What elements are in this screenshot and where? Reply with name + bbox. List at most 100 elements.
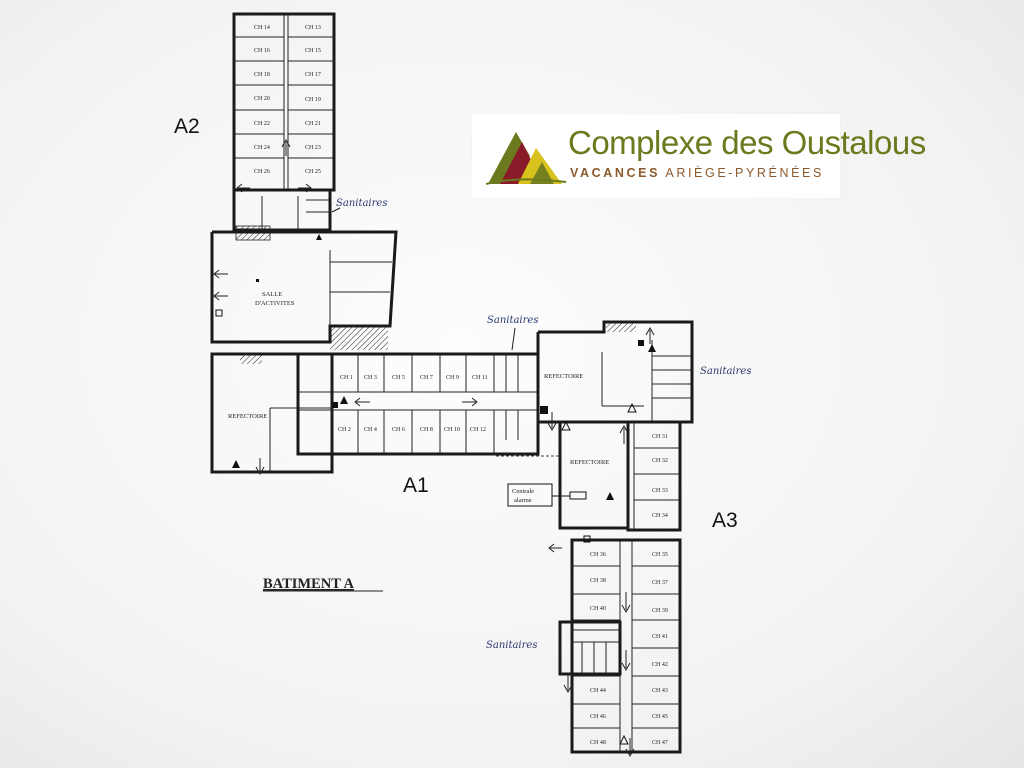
fire-alarm-icon xyxy=(340,396,348,404)
exit-arrow-icon xyxy=(213,291,228,301)
centrale-label: alarme xyxy=(514,497,532,504)
exit-arrow-icon xyxy=(213,269,228,279)
room-label-refectoire: REFECTOIRE xyxy=(570,459,609,466)
mountain-logo-icon xyxy=(486,132,567,185)
room-label: CH 48 xyxy=(590,740,606,746)
room-label: CH 13 xyxy=(305,25,321,31)
room-label: CH 44 xyxy=(590,688,606,694)
centrale-label: Centrale xyxy=(512,488,534,495)
arrow-up-icon xyxy=(281,138,291,156)
room-label: CH 38 xyxy=(590,578,606,584)
room-label: CH 6 xyxy=(392,427,405,433)
exit-arrow-icon xyxy=(548,543,562,553)
wing-label-a3: A3 xyxy=(712,509,738,532)
room-label: CH 8 xyxy=(420,427,433,433)
handwritten-sanitaires: Sanitaires xyxy=(487,315,538,326)
room-label: CH 36 xyxy=(590,552,606,558)
room-label: CH 40 xyxy=(590,606,606,612)
room-label: CH 24 xyxy=(254,145,270,151)
wing-label-a2: A2 xyxy=(174,115,200,138)
room-label: CH 17 xyxy=(305,72,321,78)
room-label: CH 1 xyxy=(340,375,353,381)
fire-alarm-icon xyxy=(627,402,637,413)
room-label: CH 5 xyxy=(392,375,405,381)
room-label: CH 47 xyxy=(652,740,668,746)
handwritten-sanitaires: Sanitaires xyxy=(700,366,751,377)
room-label: CH 23 xyxy=(305,145,321,151)
room-label: CH 46 xyxy=(590,714,606,720)
room-label: CH 10 xyxy=(444,427,460,433)
room-label: CH 25 xyxy=(305,169,321,175)
room-label-salle: D'ACTIVITES xyxy=(255,300,295,307)
extinguisher-icon xyxy=(583,535,591,543)
logo-complexe-des-oustalous: Complexe des Oustalous VACANCES ARIÈGE-P… xyxy=(472,114,926,198)
arrow-down-icon xyxy=(621,650,631,672)
wing-a3: REFECTOIRE Sanitaires REFECTOIRE Central… xyxy=(486,320,751,758)
room-label: CH 39 xyxy=(652,608,668,614)
salle-activites: SALLE D'ACTIVITES xyxy=(210,230,398,350)
logo-subtitle-rest: ARIÈGE-PYRÉNÉES xyxy=(665,166,824,180)
room-label: CH 26 xyxy=(254,169,270,175)
room-label: CH 14 xyxy=(254,25,270,31)
room-label: CH 35 xyxy=(652,552,668,558)
room-label: CH 20 xyxy=(254,96,270,102)
arrow-up-icon xyxy=(619,424,629,444)
room-label: CH 19 xyxy=(305,97,321,103)
room-label-refectoire: REFECTOIRE xyxy=(228,413,267,420)
room-label: CH 31 xyxy=(652,434,668,440)
room-label: CH 3 xyxy=(364,375,377,381)
extinguisher-icon xyxy=(215,309,223,317)
room-label: CH 41 xyxy=(652,634,668,640)
room-label-salle: SALLE xyxy=(262,291,282,298)
alarm-panel-icon xyxy=(569,491,587,500)
logo-title: Complexe des Oustalous xyxy=(568,124,926,161)
handwritten-sanitaires: Sanitaires xyxy=(336,198,387,209)
centrale-alarme: Centrale alarme xyxy=(507,483,587,507)
room-label: CH 4 xyxy=(364,427,377,433)
logo-subtitle-bold: VACANCES xyxy=(570,166,661,180)
exit-arrow-icon xyxy=(354,397,370,407)
room-label: CH 33 xyxy=(652,488,668,494)
arrow-down-icon xyxy=(625,738,635,758)
room-label: CH 16 xyxy=(254,48,270,54)
fire-alarm-icon xyxy=(606,492,614,500)
wing-a2: CH 14 CH 13 CH 16 CH 15 CH 18 CH 17 CH 2… xyxy=(174,12,336,193)
room-label: CH 32 xyxy=(652,458,668,464)
exit-arrow-icon xyxy=(462,397,478,407)
extinguisher-icon xyxy=(638,340,644,346)
room-label: CH 42 xyxy=(652,662,668,668)
room-label-refectoire: REFECTOIRE xyxy=(544,373,583,380)
room-label: CH 15 xyxy=(305,48,321,54)
room-label: CH 45 xyxy=(652,714,668,720)
arrow-down-icon xyxy=(563,674,573,694)
room-label: CH 11 xyxy=(472,375,488,381)
extinguisher-icon xyxy=(332,402,338,408)
arrow-down-icon xyxy=(621,592,631,614)
room-label: CH 22 xyxy=(254,121,270,127)
arrow-up-icon xyxy=(645,326,655,344)
room-label: CH 43 xyxy=(652,688,668,694)
fire-alarm-icon xyxy=(648,344,656,352)
room-label: CH 37 xyxy=(652,580,668,586)
room-label: CH 18 xyxy=(254,72,270,78)
fire-alarm-icon xyxy=(561,420,571,431)
wing-a1: REFECTOIRE CH 1 CH 3 CH 5 CH 7 CH 9 CH 1… xyxy=(210,315,560,497)
fire-alarm-icon xyxy=(232,460,240,468)
arrow-down-icon xyxy=(255,458,265,476)
room-label: CH 7 xyxy=(420,375,433,381)
room-label: CH 12 xyxy=(470,427,486,433)
arrow-down-icon xyxy=(547,412,557,432)
room-label: CH 9 xyxy=(446,375,459,381)
extinguisher-icon xyxy=(540,406,548,414)
handwritten-sanitaires: Sanitaires xyxy=(486,640,537,651)
fire-alarm-icon xyxy=(619,734,629,745)
wing-label-a1: A1 xyxy=(403,474,429,497)
fire-alarm-icon xyxy=(316,234,322,240)
marker-icon xyxy=(256,279,259,282)
room-label: CH 2 xyxy=(338,427,351,433)
building-title: BATIMENT A xyxy=(263,576,354,592)
logo-subtitle: VACANCES ARIÈGE-PYRÉNÉES xyxy=(570,166,824,180)
room-label: CH 21 xyxy=(305,121,321,127)
room-label: CH 34 xyxy=(652,513,668,519)
